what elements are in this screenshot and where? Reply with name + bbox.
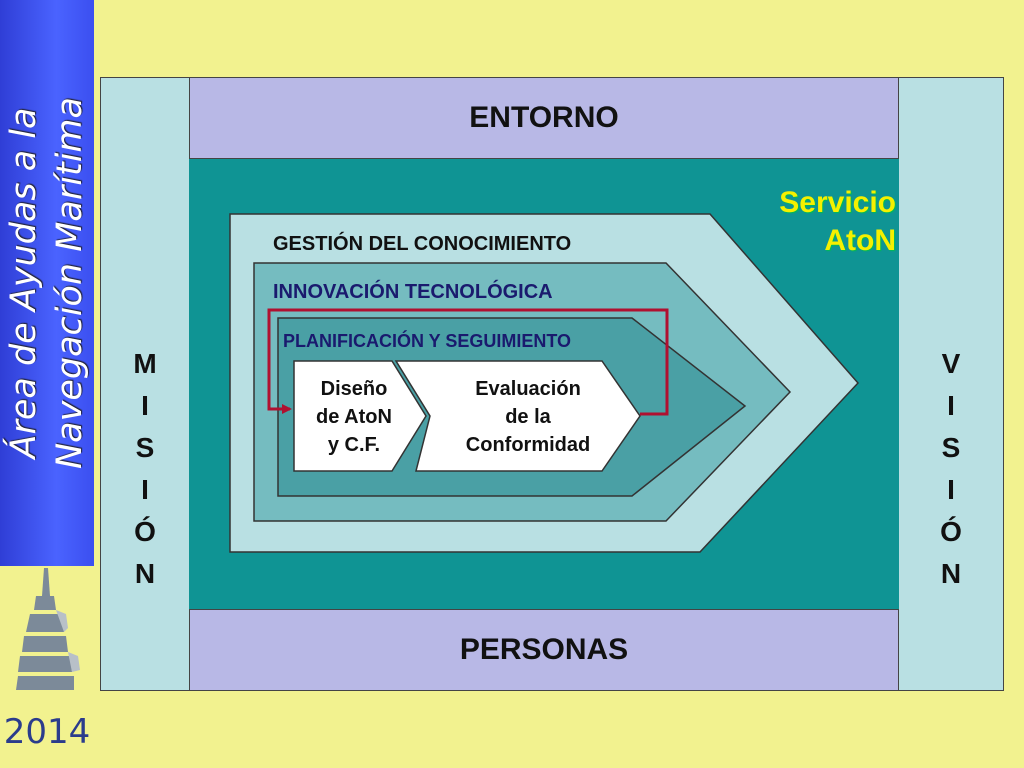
evaluacion-arrow (394, 360, 641, 472)
personas-band: PERSONAS (189, 609, 899, 691)
sidebar: Área de Ayudas a la Navegación Marítima … (0, 0, 96, 768)
gestion-label: GESTIÓN DEL CONOCIMIENTO (273, 233, 572, 255)
planificacion-label: PLANIFICACIÓN Y SEGUIMIENTO (283, 331, 572, 351)
lighthouse-icon (16, 568, 80, 690)
sidebar-band: Área de Ayudas a la Navegación Marítima (0, 0, 94, 566)
diseno-label: Diseño de AtoN y C.F. (316, 378, 392, 456)
evaluacion-label: Evaluación de la Conformidad (465, 378, 591, 456)
entorno-label: ENTORNO (469, 101, 619, 134)
vision-column: V I S I Ó N (898, 77, 1004, 691)
vision-label: V I S I Ó N (940, 348, 962, 589)
mision-column: M I S I Ó N (100, 77, 190, 691)
innovacion-label: INNOVACIÓN TECNOLÓGICA (273, 281, 553, 303)
personas-label: PERSONAS (459, 633, 629, 666)
mision-label: M I S I Ó N (133, 348, 157, 589)
feedback-loop (267, 308, 669, 416)
service-title: Servicio AtoN (779, 186, 896, 257)
year-label: 2014 (3, 712, 91, 752)
feedback-arrowhead (282, 404, 292, 414)
diseno-arrow (293, 360, 427, 472)
entorno-band: ENTORNO (189, 77, 899, 159)
